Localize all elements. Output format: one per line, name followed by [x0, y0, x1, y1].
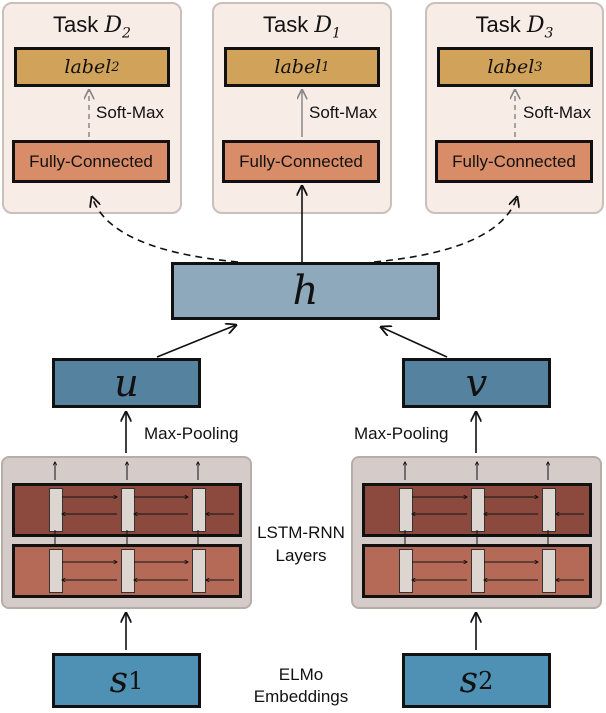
- task-title: Task D3: [475, 12, 554, 42]
- lstm-cell: [192, 488, 206, 532]
- lstm-label-line1: LSTM-RNN: [257, 523, 345, 542]
- fully-connected-box-d3: Fully-Connected: [435, 140, 593, 183]
- lstm-cell: [399, 549, 413, 593]
- lstm-cell: [192, 549, 206, 593]
- lstm-panel-left: [1, 456, 252, 609]
- lstm-cell: [49, 549, 63, 593]
- lstm-cell: [121, 549, 135, 593]
- max-pooling-label-right: Max-Pooling: [354, 424, 449, 443]
- elmo-label: ELMo Embeddings: [240, 664, 362, 708]
- u-box: u: [52, 358, 201, 408]
- lstm-cell: [542, 488, 556, 532]
- lstm-cell: [542, 549, 556, 593]
- elmo-label-line2: Embeddings: [253, 687, 349, 706]
- elmo-label-line1: ELMo: [278, 665, 324, 684]
- v-box: v: [402, 358, 551, 408]
- task-title: Task D2: [53, 12, 131, 42]
- task-title: Task D1: [263, 12, 341, 42]
- lstm-panel-right: [351, 456, 602, 609]
- lstm-cell: [121, 488, 135, 532]
- lstm-cell: [471, 488, 485, 532]
- softmax-label-d1: Soft-Max: [309, 103, 378, 122]
- lstm-cell: [49, 488, 63, 532]
- fully-connected-box-d1: Fully-Connected: [222, 140, 380, 183]
- lstm-cell: [471, 549, 485, 593]
- lstm-cell: [399, 488, 413, 532]
- fully-connected-box-d2: Fully-Connected: [12, 140, 170, 183]
- lstm-label-line2: Layers: [275, 546, 327, 565]
- h-box: h: [171, 262, 440, 320]
- v-to-h-arrow: [381, 327, 448, 358]
- u-to-h-arrow: [156, 325, 236, 358]
- lstm-label: LSTM-RNN Layers: [250, 521, 352, 567]
- softmax-label-d2: Soft-Max: [96, 103, 165, 122]
- max-pooling-label-left: Max-Pooling: [144, 424, 239, 443]
- softmax-label-d3: Soft-Max: [523, 103, 592, 122]
